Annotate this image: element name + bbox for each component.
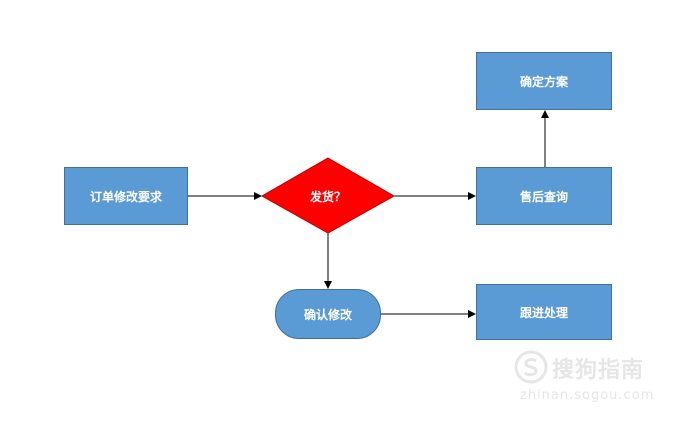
node-follow-up: 跟进处理 (476, 284, 612, 340)
sogou-logo-icon (514, 350, 548, 384)
watermark-url: zhinan.sogou.com (520, 388, 655, 403)
node-order-request: 订单修改要求 (64, 167, 188, 225)
watermark-text: 搜狗指南 (552, 358, 645, 383)
node-after-sales-query: 售后查询 (476, 167, 612, 225)
node-confirm-plan: 确定方案 (476, 52, 612, 110)
node-shipped-decision-label: 发货？ (309, 189, 346, 204)
decision-diamond (260, 157, 396, 234)
node-confirm-modify: 确认修改 (275, 289, 381, 339)
